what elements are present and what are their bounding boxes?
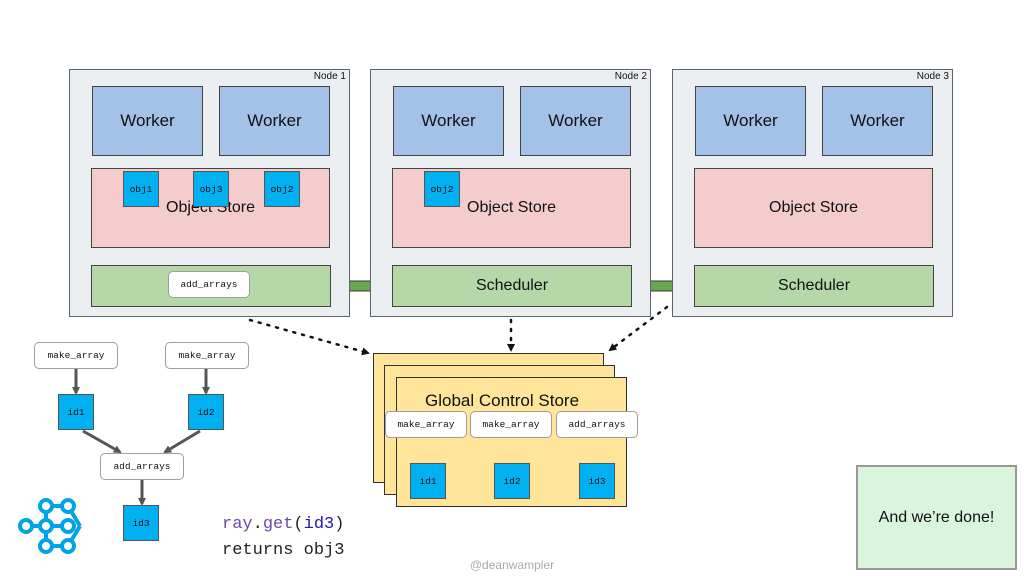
- code-line-1: ray.get(id3): [222, 515, 344, 534]
- gcs-task-add-arrays: add_arrays: [556, 411, 638, 438]
- node-1-obj2: obj2: [264, 171, 300, 207]
- code-dot: .: [252, 515, 263, 534]
- gcs-task-make-array-1: make_array: [385, 411, 467, 438]
- node-1-worker-2: Worker: [219, 86, 330, 156]
- code-arg: id3: [303, 515, 335, 534]
- code-get: get: [262, 515, 294, 534]
- node-1-object-store-label: Object Store: [166, 199, 255, 216]
- node-2-obj2: obj2: [424, 171, 460, 207]
- gcs-title: Global Control Store: [425, 391, 580, 410]
- code-ray: ray: [222, 515, 253, 534]
- ray-logo-icon: [18, 498, 82, 554]
- node-1-obj1: obj1: [123, 171, 159, 207]
- graph-make-array-2: make_array: [165, 342, 249, 369]
- node-3-label: Node 3: [916, 71, 949, 82]
- dotted-link-node1-gcs: [248, 318, 370, 356]
- code-paren-close: ): [334, 515, 345, 534]
- node-2: Node 2 Worker Worker Object Store obj2 S…: [370, 69, 651, 317]
- gcs-id1: id1: [410, 463, 446, 499]
- node-1-obj3: obj3: [193, 171, 229, 207]
- node-1-worker-1: Worker: [92, 86, 203, 156]
- node-1-label: Node 1: [313, 71, 346, 82]
- graph-id2: id2: [188, 394, 224, 430]
- node-3-worker-2: Worker: [822, 86, 933, 156]
- dotted-link-node3-gcs: [608, 305, 669, 352]
- node-3-object-store: Object Store: [694, 168, 933, 248]
- node-3-worker-1: Worker: [695, 86, 806, 156]
- node-3-scheduler: Scheduler: [694, 265, 934, 307]
- node-3: Node 3 Worker Worker Object Store Schedu…: [672, 69, 953, 317]
- node-2-label: Node 2: [614, 71, 647, 82]
- gcs-id3: id3: [579, 463, 615, 499]
- gcs-id2: id2: [494, 463, 530, 499]
- graph-id3: id3: [123, 505, 159, 541]
- node-1-scheduler-task: add_arrays: [168, 271, 250, 298]
- graph-make-array-1: make_array: [34, 342, 118, 369]
- code-paren-open: (: [293, 515, 304, 534]
- node-2-worker-2: Worker: [520, 86, 631, 156]
- graph-arrow-id2-add: [163, 429, 201, 454]
- graph-add-arrays: add_arrays: [100, 453, 184, 480]
- graph-arrow-id1-add: [82, 429, 122, 454]
- node-1: Node 1 Worker Worker Object Store obj1 o…: [69, 69, 350, 317]
- node-2-worker-1: Worker: [393, 86, 504, 156]
- gcs-task-make-array-2: make_array: [470, 411, 552, 438]
- done-callout: And we’re done!: [856, 465, 1017, 570]
- footer-credit: @deanwampler: [469, 558, 555, 572]
- node-2-scheduler: Scheduler: [392, 265, 632, 307]
- graph-id1: id1: [58, 394, 94, 430]
- code-line-2: returns obj3: [222, 541, 345, 560]
